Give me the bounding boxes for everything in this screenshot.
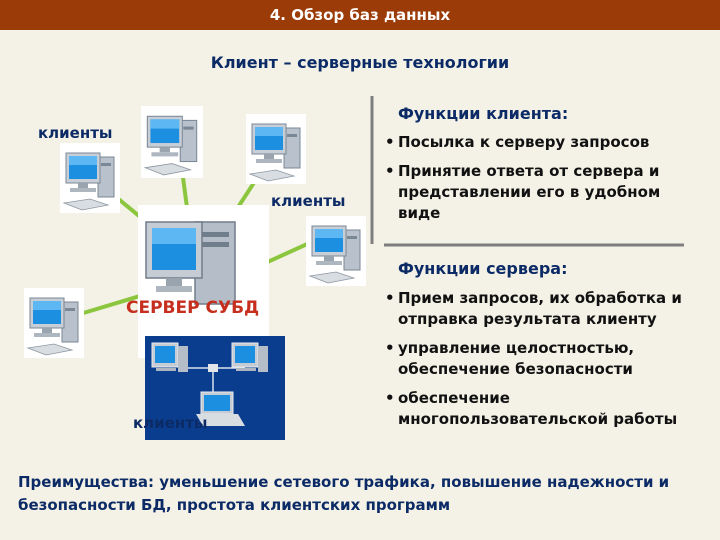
list-item: Прием запросов, их обработка и отправка … <box>382 288 700 330</box>
slide-subtitle: Клиент – серверные технологии <box>210 53 510 72</box>
desktop-computer-icon <box>24 288 84 358</box>
link-3 <box>218 156 272 237</box>
clients-label-top: клиенты <box>38 124 113 142</box>
link-1 <box>96 180 170 242</box>
link-2 <box>176 138 192 232</box>
desktop-computer-icon <box>306 216 366 286</box>
network-hub-icon <box>208 364 218 372</box>
desktop-computer-icon <box>246 114 306 184</box>
clients-label-bottom: клиенты <box>133 414 208 432</box>
slide-title: 4. Обзор баз данных <box>269 6 451 24</box>
link-4 <box>248 238 318 272</box>
desktop-computer-icon <box>151 342 188 372</box>
list-item: обеспечение многопользовательской работы <box>382 388 700 430</box>
client-functions-heading: Функции клиента: <box>398 104 569 123</box>
list-item: Принятие ответа от сервера и представлен… <box>382 161 692 224</box>
clients-label-right: клиенты <box>271 192 346 210</box>
desktop-computer-icon <box>231 342 268 372</box>
network-links <box>78 138 318 387</box>
client-functions-list: Посылка к серверу запросов Принятие отве… <box>382 132 692 232</box>
list-item: Посылка к серверу запросов <box>382 132 692 153</box>
server-computer-icon <box>138 205 269 358</box>
advantages-label: Преимущества: <box>18 473 154 491</box>
server-functions-heading: Функции сервера: <box>398 259 568 278</box>
server-label: СЕРВЕР СУБД <box>126 298 260 318</box>
list-item: управление целостностью, обеспечение без… <box>382 338 700 380</box>
desktop-computer-icon <box>60 143 120 213</box>
network-cables <box>180 367 245 395</box>
server-functions-list: Прием запросов, их обработка и отправка … <box>382 288 700 438</box>
desktop-computer-icon <box>140 106 204 178</box>
slide-header: 4. Обзор баз данных <box>0 0 720 30</box>
advantages-text: Преимущества: уменьшение сетевого трафик… <box>18 471 708 517</box>
advantages-body: уменьшение сетевого трафика, повышение н… <box>18 473 670 514</box>
